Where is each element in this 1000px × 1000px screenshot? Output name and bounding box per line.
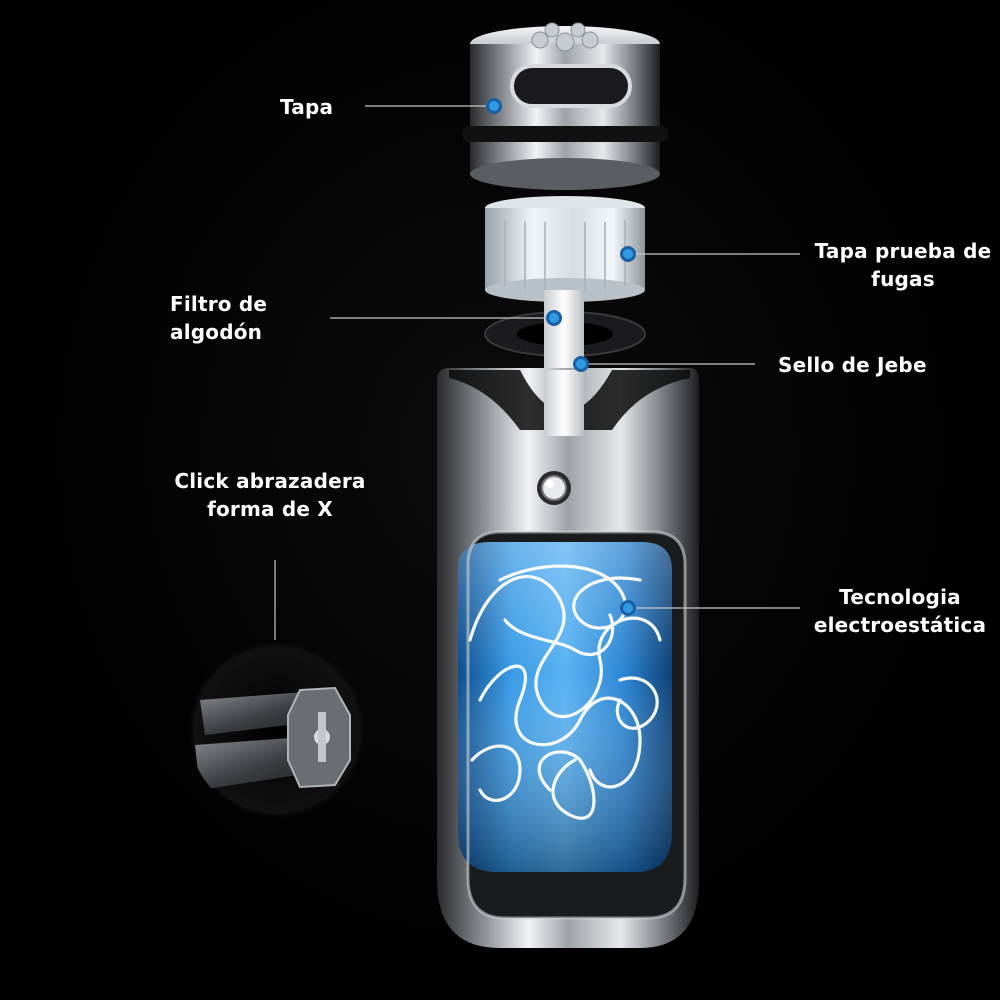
clip-detail-lens [187, 640, 367, 820]
bottle-body-part [437, 368, 699, 948]
label-click-line2: forma de X [207, 497, 333, 521]
label-sello-text: Sello de Jebe [778, 353, 927, 377]
label-tecnologia-line1: Tecnologia [839, 585, 961, 609]
label-tapa-prueba-line1: Tapa prueba de [814, 239, 992, 263]
cap-part [462, 22, 668, 190]
label-tecnologia-electroestatica: Tecnologia electroestática [800, 583, 1000, 639]
label-click-line1: Click abrazadera [174, 469, 366, 493]
label-tapa-text: Tapa [280, 95, 334, 119]
marker-dots [486, 98, 636, 616]
leak-proof-cap-part [485, 196, 645, 302]
label-tapa: Tapa [280, 93, 333, 121]
label-tapa-prueba-de-fugas: Tapa prueba de fugas [808, 237, 998, 293]
label-sello-de-jebe: Sello de Jebe [778, 351, 927, 379]
label-tecnologia-line2: electroestática [813, 613, 987, 637]
label-click-abrazadera: Click abrazadera forma de X [160, 467, 380, 523]
label-filtro-line1: Filtro de [170, 292, 268, 316]
label-filtro-de-algodon: Filtro de algodón [170, 290, 267, 346]
label-filtro-line2: algodón [170, 320, 263, 344]
label-tapa-prueba-line2: fugas [871, 267, 935, 291]
leader-lines [274, 105, 800, 640]
